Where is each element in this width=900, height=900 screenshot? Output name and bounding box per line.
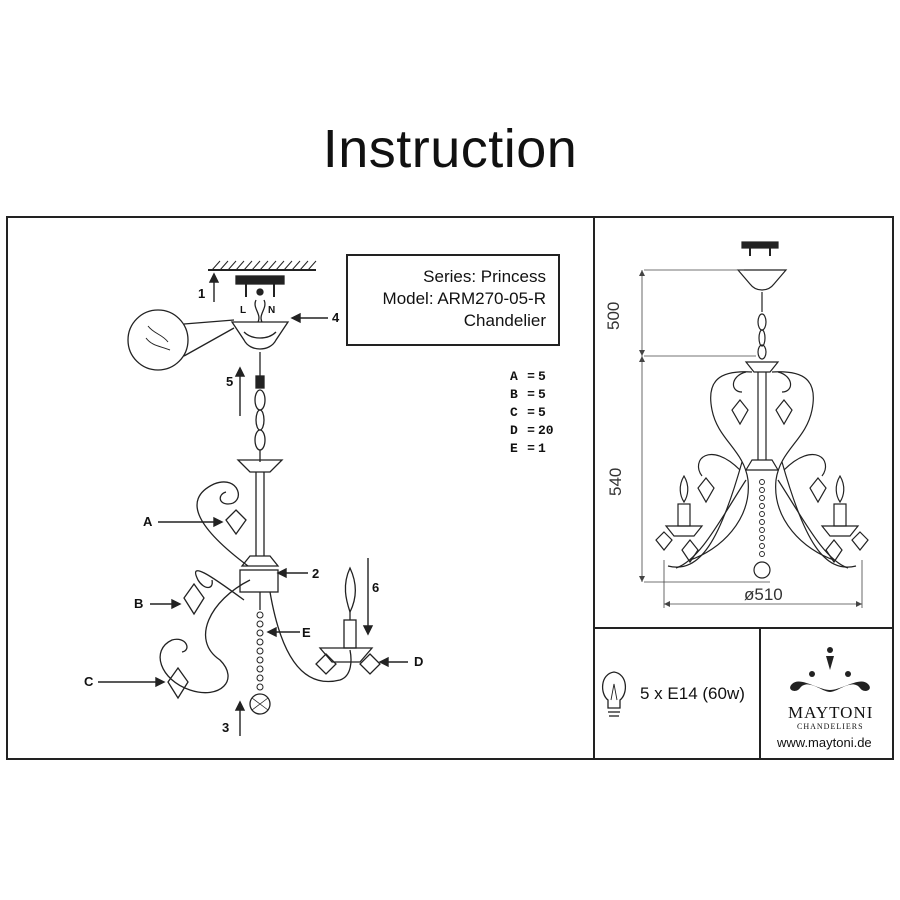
wire-l-label: L [240, 305, 247, 316]
legend-row: E=1 [510, 441, 546, 456]
wire-n-label: N [268, 305, 276, 316]
part-c-label: C [84, 674, 94, 689]
legend-row: B=5 [510, 387, 546, 402]
part-d-label: D [414, 654, 424, 669]
part-a-label: A [143, 514, 153, 529]
model-text: Model: ARM270-05-R [382, 289, 546, 308]
bulb-spec: 5 x E14 (60w) [640, 684, 745, 703]
dim-top-label: 500 [604, 301, 623, 330]
page-title: Instruction [322, 119, 578, 179]
brand-url[interactable]: www.maytoni.de [777, 735, 872, 750]
step-3-label: 3 [222, 720, 230, 735]
divider-horizontal [593, 627, 894, 629]
series-text: Series: Princess [423, 267, 546, 286]
brand-subtitle: CHANDELIERS [797, 722, 864, 731]
step-6-label: 6 [372, 580, 380, 595]
dim-diameter-label: ø510 [744, 585, 783, 604]
product-info-box: Series: Princess Model: ARM270-05-R Chan… [346, 254, 560, 346]
legend-row: D=20 [510, 423, 554, 438]
step-2-label: 2 [312, 566, 320, 581]
step-4-label: 4 [332, 310, 340, 325]
part-b-label: B [134, 596, 144, 611]
step-1-label: 1 [198, 286, 206, 301]
maytoni-logo [790, 647, 870, 692]
instruction-frame [6, 216, 894, 760]
divider-vertical [593, 216, 595, 760]
dim-height-label: 540 [606, 467, 625, 496]
bulb-icon [602, 671, 626, 717]
step-5-label: 5 [226, 374, 234, 389]
part-e-label: E [302, 625, 311, 640]
legend-row: A=5 [510, 369, 546, 384]
parts-legend: A=5 B=5 C=5 D=20 E=1 [510, 368, 554, 458]
legend-row: C=5 [510, 405, 546, 420]
brand-name: MAYTONI [788, 703, 874, 722]
type-text: Chandelier [463, 311, 546, 330]
divider-footer [759, 627, 761, 760]
